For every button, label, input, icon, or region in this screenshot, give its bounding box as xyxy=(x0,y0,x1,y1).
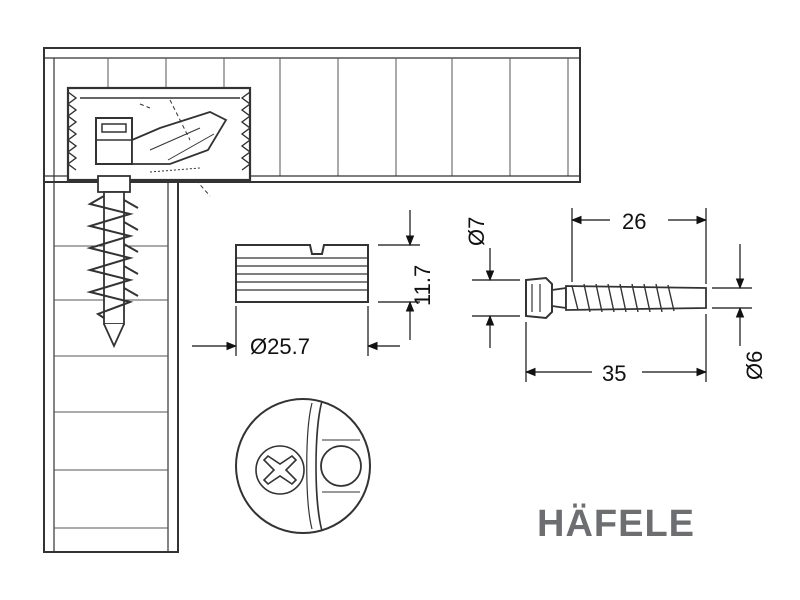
cam-housing-top-view xyxy=(235,398,371,534)
cam-height-label: 11.7 xyxy=(410,265,435,306)
connector-screw-section xyxy=(86,175,139,349)
pin-thread-length-label: 26 xyxy=(622,209,646,234)
brand-logo: HÄFELE xyxy=(537,502,695,545)
pin-shank-diameter-dimension xyxy=(712,244,752,346)
pin-total-length-dimension xyxy=(524,314,708,382)
brand-logo-text: HÄFELE xyxy=(537,502,695,545)
pin-thread-length-dimension xyxy=(570,208,708,284)
pin-head-diameter-dimension xyxy=(472,248,520,348)
cam-housing-section xyxy=(66,86,252,197)
cam-height-dimension xyxy=(378,210,420,340)
cam-diameter-dimension xyxy=(192,306,400,356)
cam-housing-side-view xyxy=(235,244,369,303)
pin-head-diameter-label: Ø7 xyxy=(464,217,489,246)
pin-total-length-label: 35 xyxy=(602,361,626,386)
panel-assembly xyxy=(43,47,581,553)
pin-shank-diameter-label: Ø6 xyxy=(742,351,767,380)
cam-diameter-label: Ø25.7 xyxy=(250,334,310,359)
connector-pin-side-view xyxy=(525,276,707,320)
